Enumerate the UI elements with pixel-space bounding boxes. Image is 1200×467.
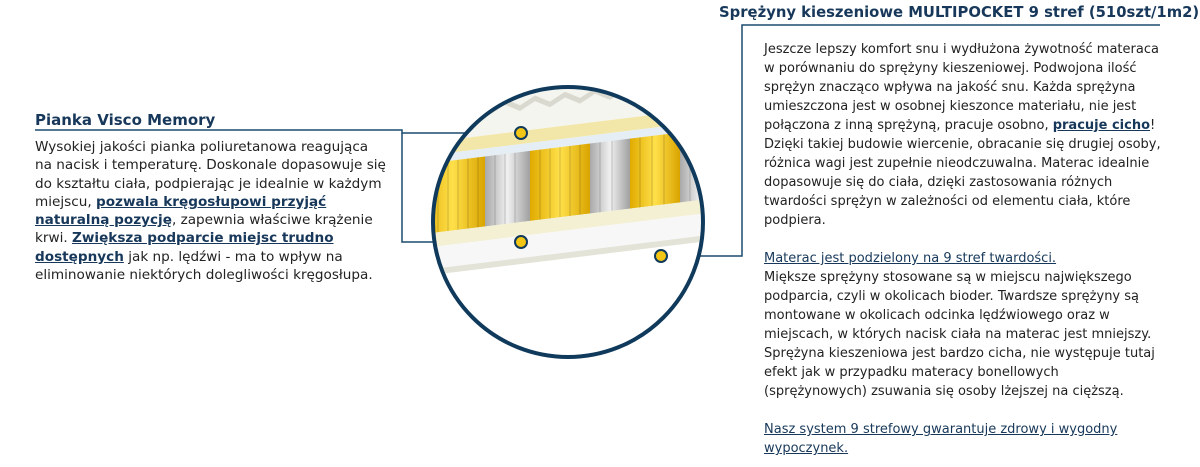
visco-text-1: Wysokiej jakości pianka poliuretanowa re… xyxy=(35,139,386,210)
zones-heading-link[interactable]: Materac jest podzielony na 9 stref tward… xyxy=(764,251,1057,266)
support-link[interactable]: Zwiększa podparcie miejsc trudno dostępn… xyxy=(35,230,334,265)
callout-dot-icon xyxy=(514,126,528,140)
right-callout-line xyxy=(661,24,1160,257)
multipocket-description: Jeszcze lepszy komfort snu i wydłużona ż… xyxy=(764,40,1164,458)
visco-text-3: jak np. lędźwi - ma to wpływ na eliminow… xyxy=(35,248,373,284)
left-callout-line-top xyxy=(35,129,521,134)
multipocket-paragraph-1: Jeszcze lepszy komfort snu i wydłużona ż… xyxy=(764,40,1164,230)
multipocket-paragraph-2: Miększe sprężyny stosowane są w miejscu … xyxy=(764,270,1155,399)
magnifier-circle xyxy=(431,85,705,359)
para1-text-b: ! Dzięki takiej budowie wiercenie, obrac… xyxy=(764,118,1161,228)
callout-dot-icon xyxy=(654,249,668,263)
closing-link[interactable]: Nasz system 9 strefowy gwarantuje zdrowy… xyxy=(764,422,1118,456)
para1-text-a: Jeszcze lepszy komfort snu i wydłużona ż… xyxy=(764,42,1159,133)
visco-memory-description: Wysokiej jakości pianka poliuretanowa re… xyxy=(35,138,387,284)
callout-dot-icon xyxy=(514,235,528,249)
multipocket-title: Sprężyny kieszeniowe MULTIPOCKET 9 stref… xyxy=(719,4,1200,21)
visco-memory-title: Pianka Visco Memory xyxy=(35,111,216,129)
quiet-link[interactable]: pracuje cicho xyxy=(1052,118,1151,133)
natural-position-link[interactable]: pozwala kręgosłupowi przyjąć naturalną p… xyxy=(35,193,327,229)
visco-text-2: , zapewnia właściwe krążenie krwi. xyxy=(35,212,373,247)
